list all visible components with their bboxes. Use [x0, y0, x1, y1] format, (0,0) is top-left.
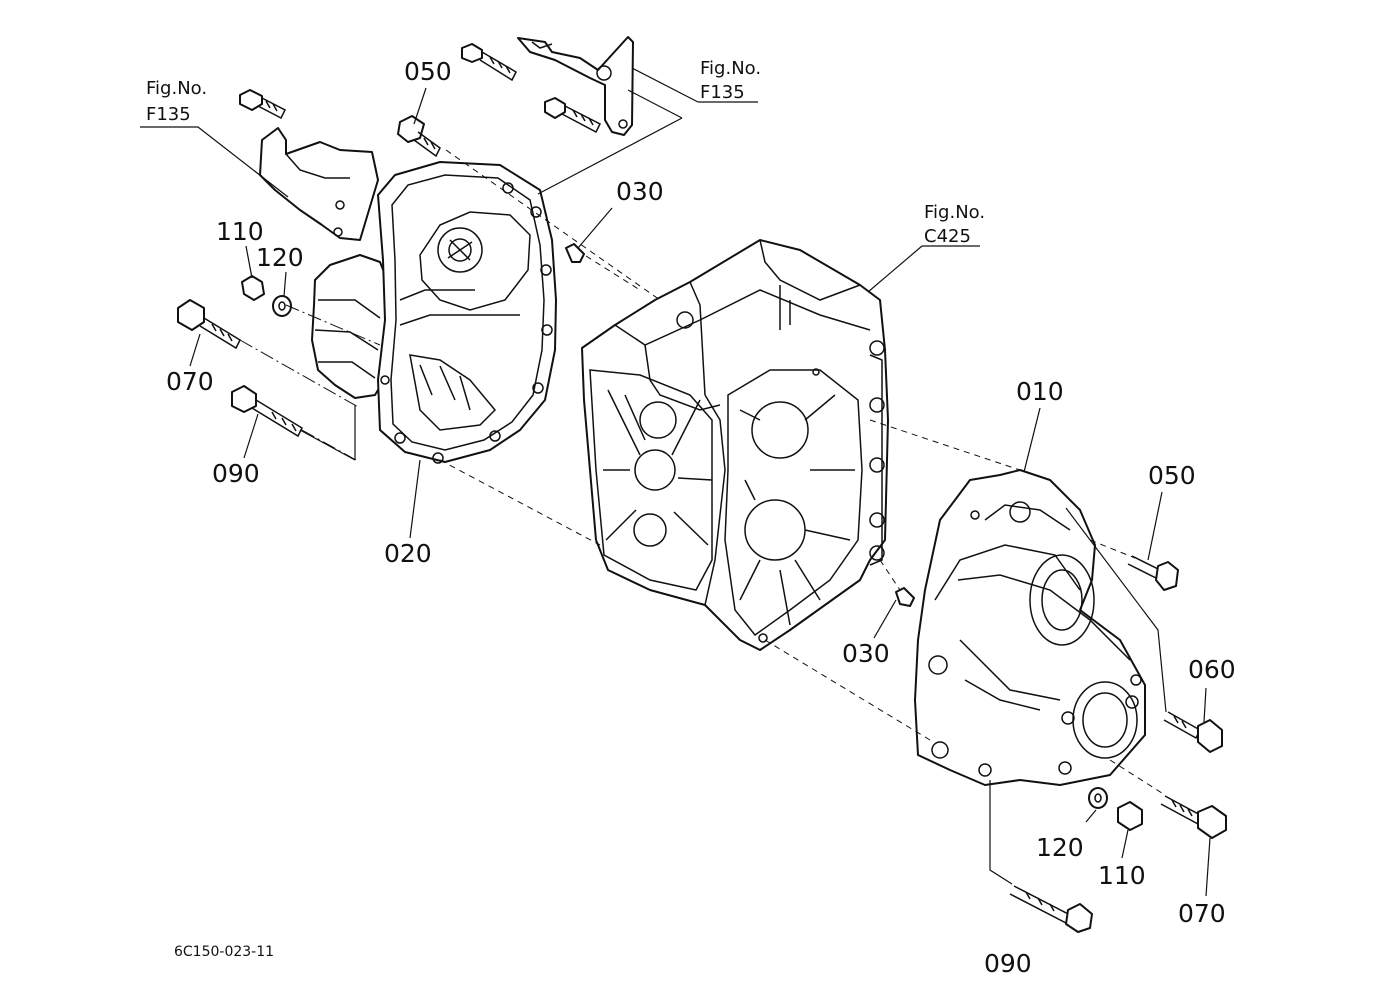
- callout-020: 020: [384, 539, 432, 568]
- figure-ref-label: Fig.No.: [146, 78, 207, 99]
- callout-030-mid: 030: [842, 639, 890, 668]
- left-cover-assembly: [311, 161, 557, 464]
- part-callouts: 050 030 110 120 070 090 020 010 050 030 …: [166, 57, 1236, 978]
- upper-linkage-bracket: [461, 36, 634, 136]
- figure-ref-top: Fig.No. F135: [700, 58, 761, 103]
- transmission-case: [581, 239, 889, 651]
- right-bolt-090: [1009, 885, 1093, 933]
- left-plug-110: [241, 275, 265, 301]
- figure-ref-number: C425: [924, 226, 971, 247]
- callout-120-right: 120: [1036, 833, 1084, 862]
- left-bolt-090: [231, 385, 303, 438]
- drawing-number: 6C150-023-11: [174, 944, 274, 960]
- figure-ref-number: F135: [700, 82, 745, 103]
- callout-110-right: 110: [1098, 861, 1146, 890]
- left-washer-120: [272, 295, 292, 317]
- callout-010: 010: [1016, 377, 1064, 406]
- callout-110-left: 110: [216, 217, 264, 246]
- left-linkage-bracket: [239, 89, 379, 241]
- right-bolt-050: [1127, 555, 1179, 591]
- callout-050-right: 050: [1148, 461, 1196, 490]
- figure-ref-case: Fig.No. C425: [924, 202, 985, 247]
- figure-ref-label: Fig.No.: [924, 202, 985, 223]
- callout-030-top: 030: [616, 177, 664, 206]
- callout-050-top: 050: [404, 57, 452, 86]
- right-plug-110: [1117, 801, 1143, 831]
- callout-090-left: 090: [212, 459, 260, 488]
- right-dowel-030: [895, 587, 915, 607]
- callout-070-left: 070: [166, 367, 214, 396]
- left-bolt-070: [177, 299, 241, 350]
- right-bolt-070: [1160, 795, 1227, 839]
- right-bolt-060: [1163, 711, 1223, 753]
- leader-lines: [140, 67, 1211, 897]
- callout-060: 060: [1188, 655, 1236, 684]
- left-bolt-050: [397, 115, 441, 158]
- figure-ref-number: F135: [146, 104, 191, 125]
- right-washer-120: [1088, 787, 1108, 809]
- figure-ref-left: Fig.No. F135: [146, 78, 207, 125]
- figure-ref-label: Fig.No.: [700, 58, 761, 79]
- callout-090-right: 090: [984, 949, 1032, 978]
- right-cover-assembly: [914, 469, 1146, 786]
- callout-070-right: 070: [1178, 899, 1226, 928]
- left-dowel-030: [565, 243, 585, 263]
- callout-120-left: 120: [256, 243, 304, 272]
